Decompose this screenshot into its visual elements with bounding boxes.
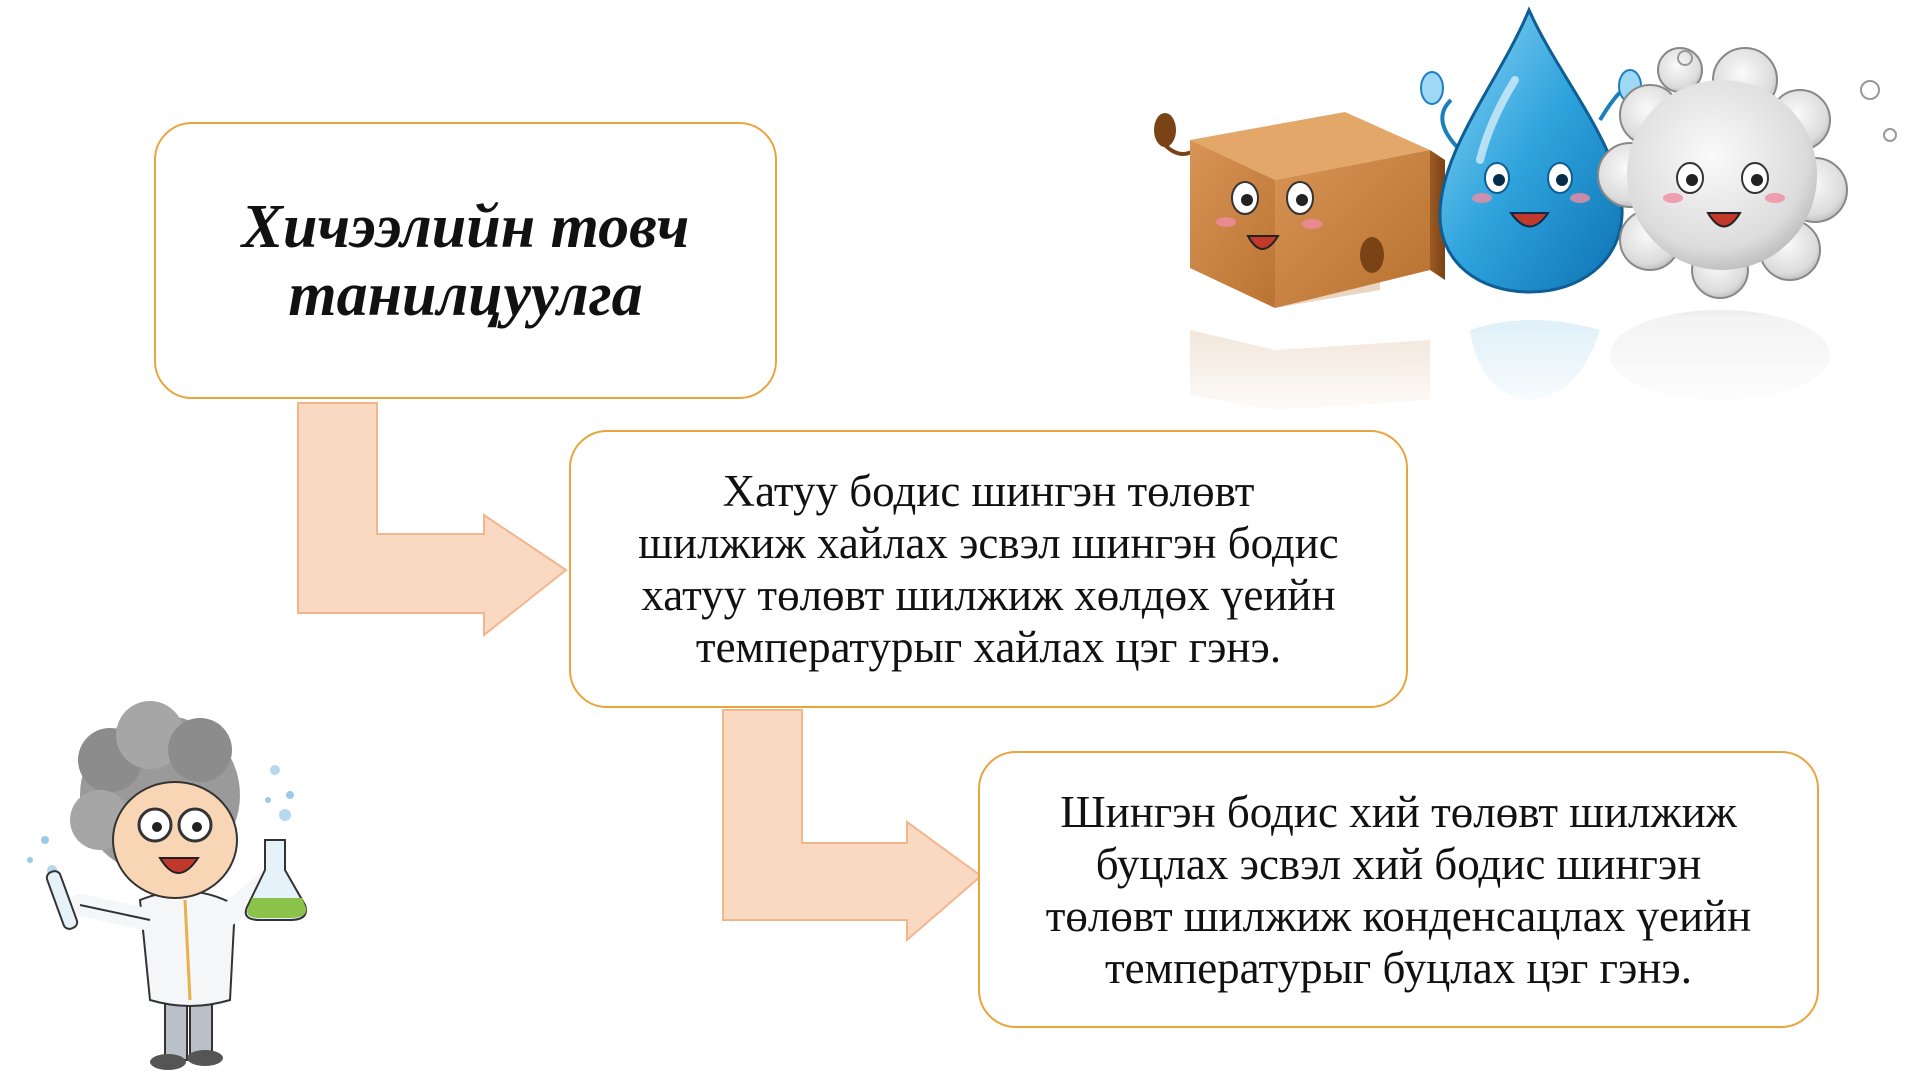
arrow-2 [722, 709, 983, 943]
melting-point-definition-box: Хатуу бодис шингэн төлөвт шилжиж хайлах … [569, 430, 1408, 708]
boiling-point-definition: Шингэн бодис хий төлөвт шилжиж буцлах эс… [1045, 786, 1752, 993]
lesson-title: Хичээлийн товч танилцуулга [241, 192, 690, 329]
states-of-matter-illustration [1150, 6, 1919, 425]
solid-cube-character [1154, 112, 1445, 308]
scientist-character [27, 701, 307, 1070]
gas-cloud-character [1597, 47, 1897, 299]
boiling-point-definition-box: Шингэн бодис хий төлөвт шилжиж буцлах эс… [978, 751, 1819, 1028]
melting-point-definition: Хатуу бодис шингэн төлөвт шилжиж хайлах … [638, 466, 1339, 672]
title-box: Хичээлийн товч танилцуулга [154, 122, 777, 399]
arrow-1 [297, 402, 568, 638]
